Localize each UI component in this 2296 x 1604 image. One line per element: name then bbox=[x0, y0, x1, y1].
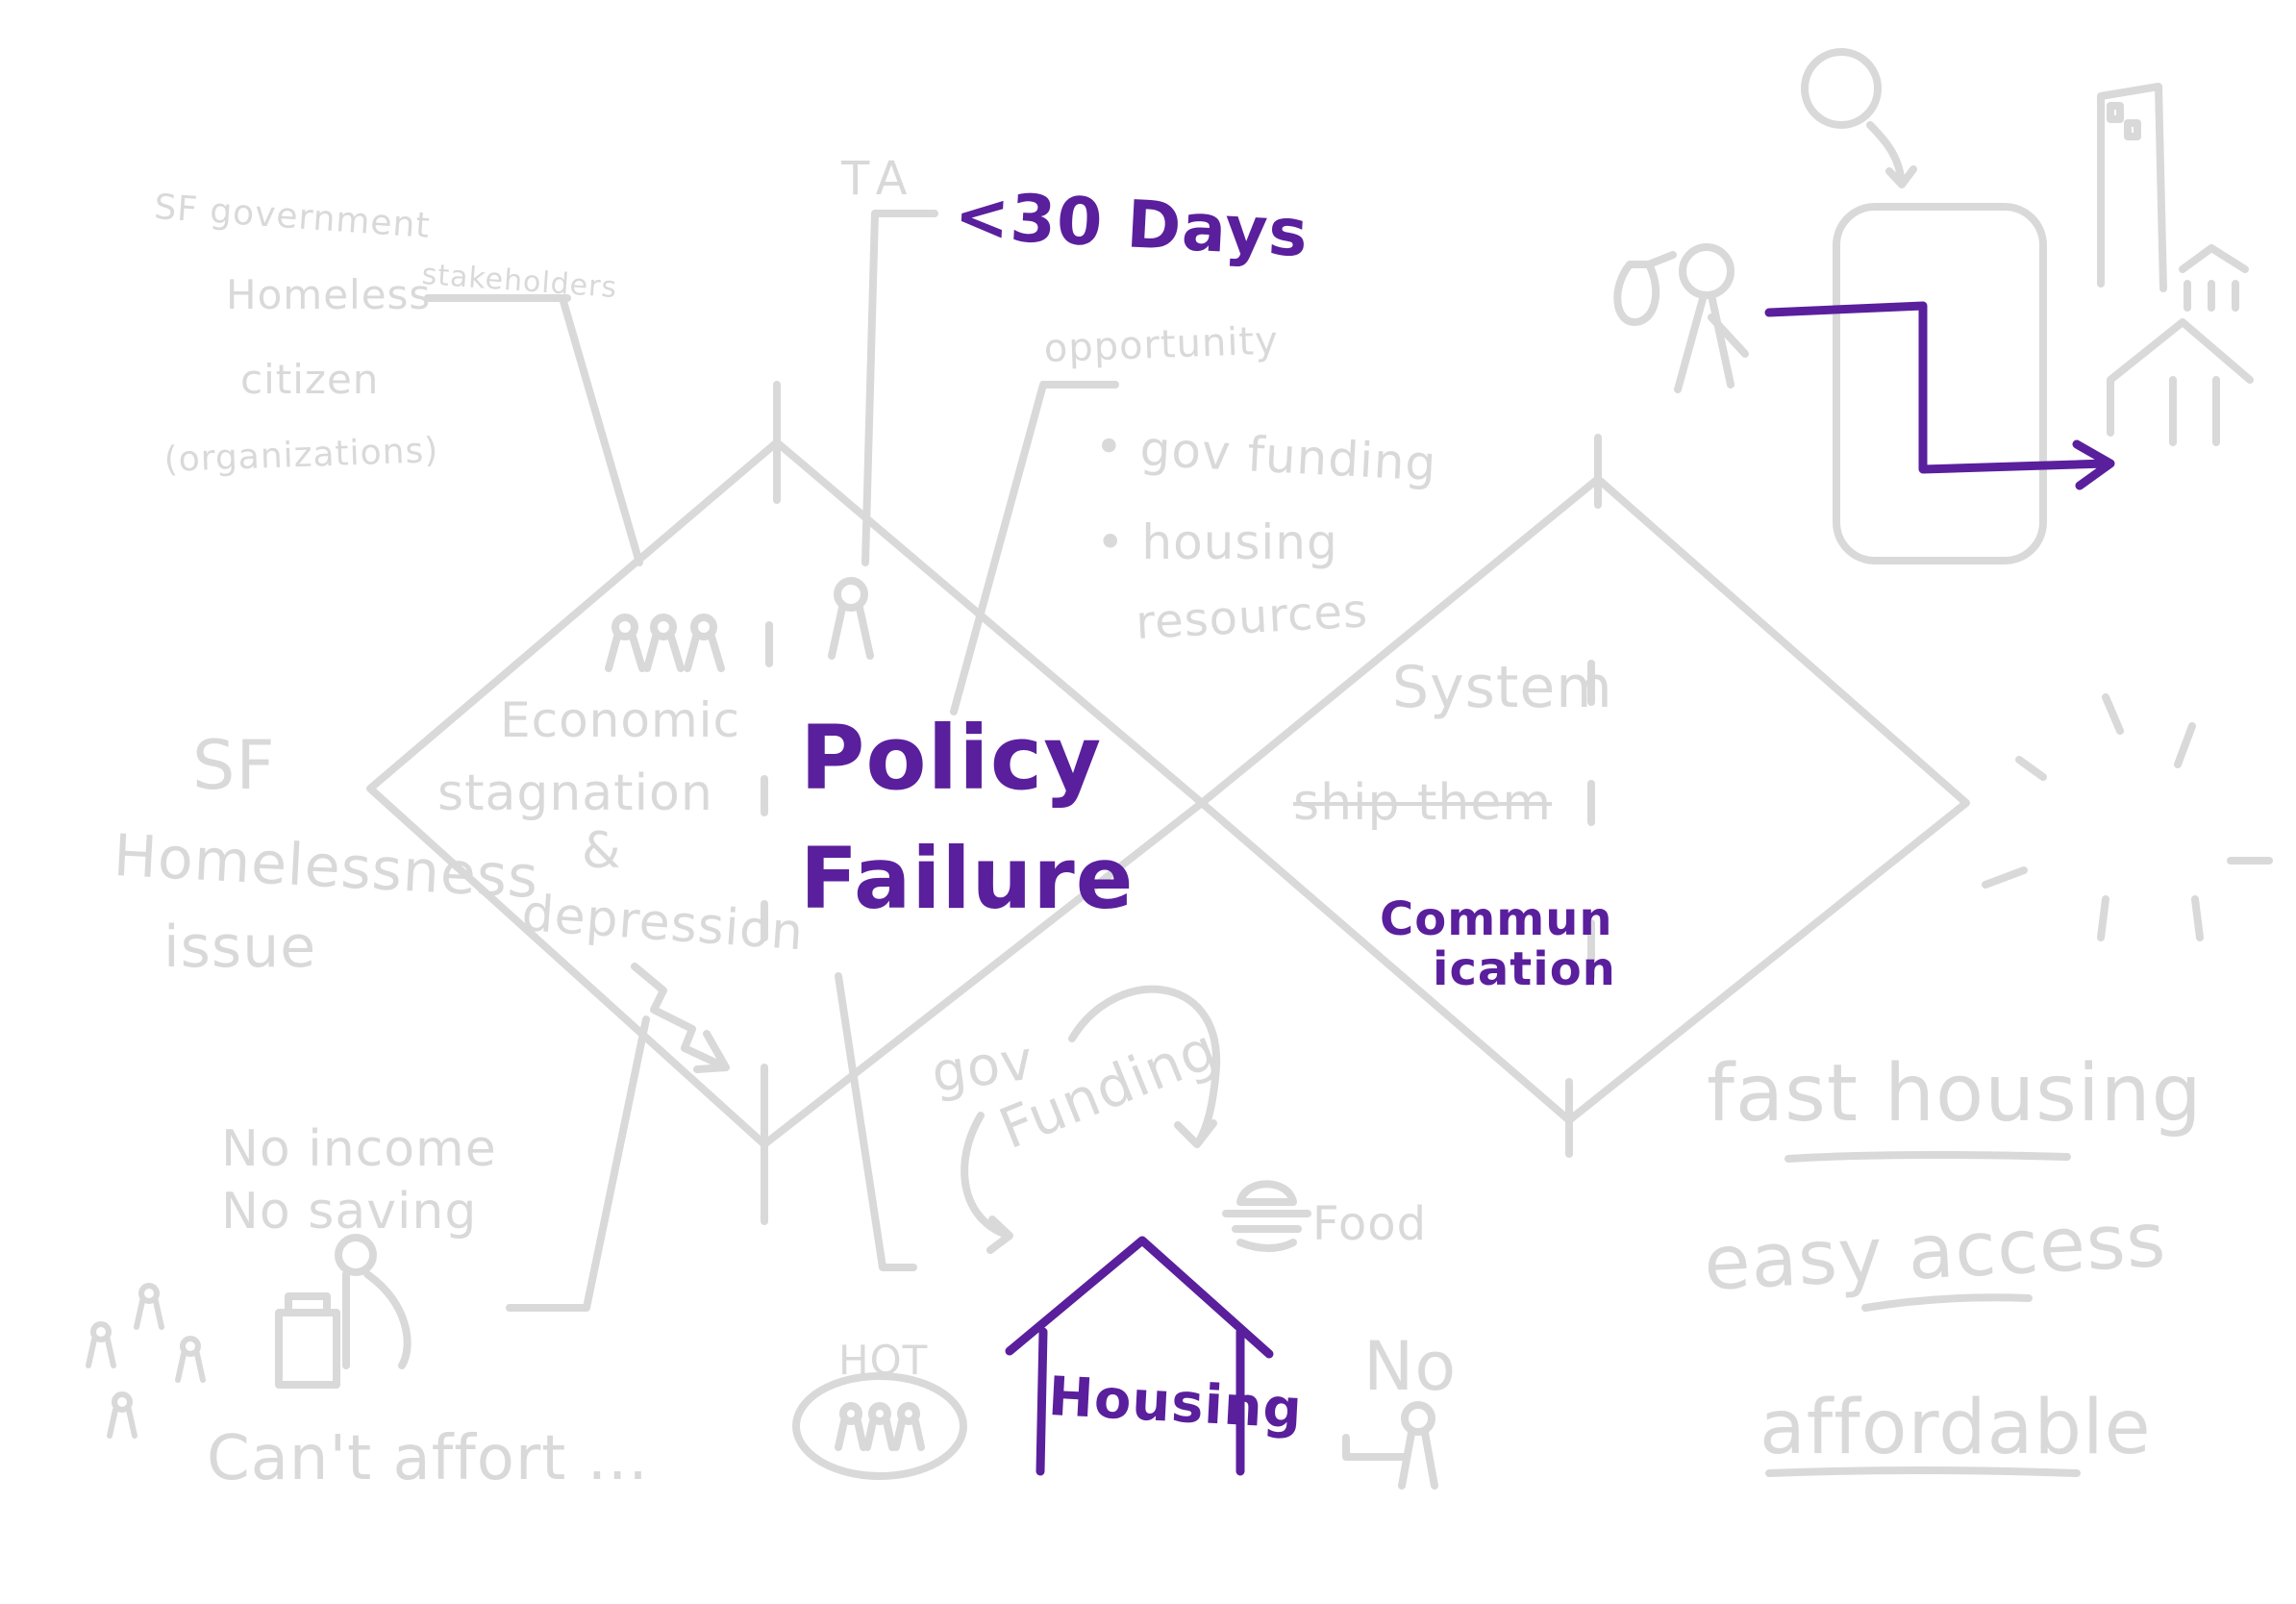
no-income-connector bbox=[506, 1015, 650, 1312]
house-outline-icon bbox=[2107, 318, 2254, 446]
building-icon bbox=[2097, 83, 2167, 292]
lightbulb-rays-icon bbox=[1982, 693, 2273, 941]
food-label: Food bbox=[1312, 1197, 1428, 1251]
economic-line-2: stagnation bbox=[437, 764, 713, 822]
journey-arrow bbox=[1764, 301, 2115, 490]
communication-line-1: Commun bbox=[1380, 892, 1613, 946]
economic-line-3: & bbox=[582, 822, 622, 880]
affordable-label: affordable bbox=[1759, 1385, 2152, 1471]
ship-them-label: ship them bbox=[1293, 774, 1553, 832]
housing-house-icon bbox=[1005, 1236, 1274, 1476]
communication-line-2: ication bbox=[1433, 942, 1616, 996]
no-figure-icon bbox=[1342, 1401, 1438, 1490]
funding-loop-icon bbox=[1068, 985, 1221, 1148]
ta-connector bbox=[861, 210, 938, 566]
downtrend-arrow-icon bbox=[631, 963, 730, 1073]
hot-label: HOT bbox=[838, 1337, 929, 1384]
person-with-box-icon bbox=[275, 1234, 412, 1389]
opportunity-connector bbox=[950, 381, 1119, 715]
system-label: System bbox=[1392, 654, 1613, 721]
stakeholder-item: citizen bbox=[240, 356, 380, 403]
money-icon bbox=[1801, 48, 1882, 129]
policy-connector bbox=[835, 972, 917, 1271]
scattered-people-icon bbox=[86, 1283, 206, 1439]
problem-line-1: SF bbox=[192, 726, 276, 805]
economic-line-1: Economic bbox=[500, 692, 741, 748]
no-saving-label: No saving bbox=[221, 1183, 478, 1241]
stakeholder-people-icon bbox=[605, 614, 725, 672]
ta-figure-icon bbox=[828, 577, 874, 660]
stakeholders-connector bbox=[424, 294, 643, 566]
stakeholder-item: Homeless bbox=[226, 271, 432, 318]
no-income-label: No income bbox=[221, 1120, 497, 1178]
fast-housing-label: fast housing bbox=[1707, 1048, 2203, 1140]
hot-group-icon bbox=[792, 1372, 967, 1480]
journey-illustration bbox=[1613, 48, 2254, 564]
problem-line-3: issue bbox=[163, 914, 317, 981]
ta-label: TA bbox=[841, 152, 917, 206]
policy-line-2: Failure bbox=[800, 829, 1135, 928]
phone-icon bbox=[1833, 203, 2047, 564]
small-house-icon bbox=[2179, 244, 2249, 312]
cant-afford-label: Can't affort ... bbox=[207, 1423, 649, 1494]
funding-loop-lower bbox=[961, 1112, 1013, 1254]
burger-icon bbox=[1222, 1180, 1311, 1252]
opportunity-heading: opportunity bbox=[1043, 318, 1280, 371]
opportunity-item: • housing bbox=[1096, 514, 1338, 570]
housing-label: Housing bbox=[1046, 1366, 1305, 1441]
policy-line-1: Policy bbox=[800, 707, 1103, 810]
no-label: No bbox=[1363, 1327, 1458, 1406]
stick-figure-icon bbox=[1613, 243, 1749, 393]
